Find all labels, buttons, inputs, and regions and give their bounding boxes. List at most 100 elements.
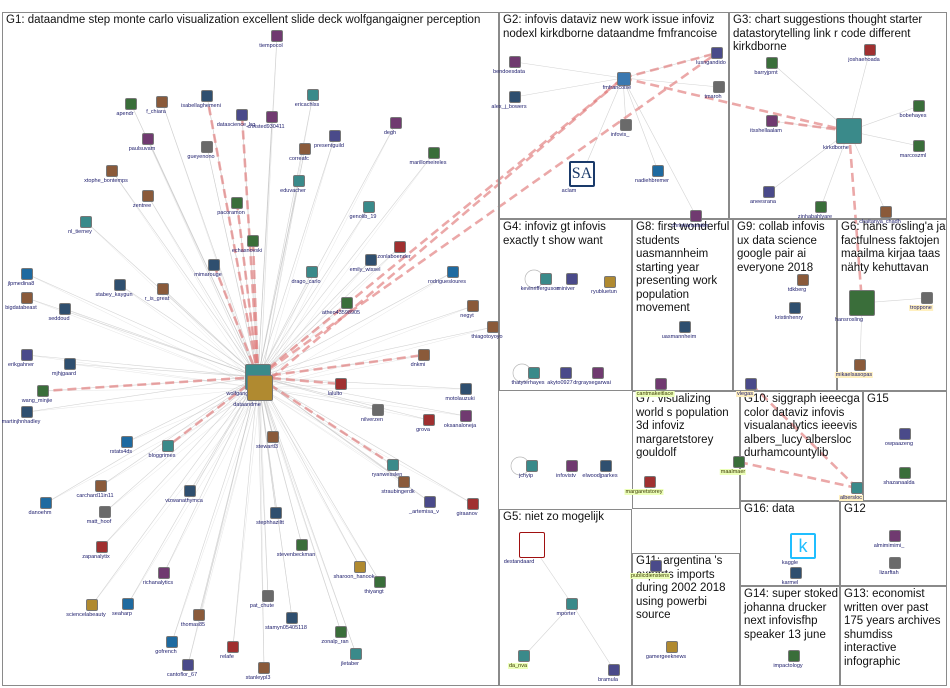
avatar-icon bbox=[889, 557, 901, 569]
node-label: dnkmi bbox=[410, 362, 426, 368]
avatar-icon bbox=[142, 133, 154, 145]
avatar-icon bbox=[40, 497, 52, 509]
group-panel-g15: G15 bbox=[863, 391, 947, 501]
avatar-icon bbox=[460, 410, 472, 422]
avatar-icon bbox=[921, 292, 933, 304]
avatar-icon bbox=[86, 599, 98, 611]
avatar-icon bbox=[193, 609, 205, 621]
avatar-icon bbox=[142, 190, 154, 202]
avatar-icon bbox=[374, 576, 386, 588]
avatar-icon bbox=[899, 428, 911, 440]
node-label: atheo43598905 bbox=[321, 310, 361, 316]
avatar-icon bbox=[270, 507, 282, 519]
avatar-icon bbox=[184, 485, 196, 497]
avatar-icon bbox=[528, 367, 540, 379]
group-panel-g5: G5: niet zo mogelijk bbox=[499, 509, 632, 686]
avatar-icon bbox=[913, 140, 925, 152]
avatar-icon bbox=[424, 496, 436, 508]
node-label: elwoodjparkes bbox=[582, 473, 618, 479]
node-label: apendr bbox=[116, 111, 134, 117]
avatar-icon bbox=[293, 175, 305, 187]
node-label: f_chiara bbox=[146, 109, 166, 115]
node-label: isabellaghemeni bbox=[181, 103, 221, 109]
node-label: zinhabahlyare bbox=[797, 214, 833, 220]
node-label: stewartl3 bbox=[255, 444, 279, 450]
node-label: datascience_hq bbox=[216, 122, 256, 128]
node-label: vizwanathymca bbox=[165, 498, 203, 504]
group-title-g14: G14: super stoked johanna drucker next i… bbox=[744, 588, 838, 641]
avatar-icon bbox=[307, 89, 319, 101]
avatar-icon bbox=[600, 460, 612, 472]
node-label: joshaehoada bbox=[848, 57, 880, 63]
node-label: vlegas bbox=[736, 391, 754, 397]
node-label: genolib_19 bbox=[349, 214, 377, 220]
node-label: marcoszml bbox=[899, 153, 927, 159]
group-title-g5: G5: niet zo mogelijk bbox=[503, 511, 604, 523]
avatar-icon bbox=[788, 650, 800, 662]
avatar-icon bbox=[390, 117, 402, 129]
avatar-icon bbox=[509, 91, 521, 103]
group-title-g15: G15 bbox=[867, 393, 889, 405]
avatar-icon bbox=[21, 349, 33, 361]
node-label: degh bbox=[383, 130, 397, 136]
avatar-icon bbox=[467, 498, 479, 510]
group-title-g2: G2: infovis dataviz new work issue infov… bbox=[503, 14, 718, 40]
node-label: stanleypl3 bbox=[245, 675, 271, 681]
avatar-icon bbox=[106, 165, 118, 177]
group-panel-g8: G8: first wonderful students uasmannheim… bbox=[632, 219, 733, 391]
node-label: barryjprnt bbox=[754, 70, 778, 76]
node-label: bramula bbox=[598, 677, 618, 683]
node-label: miniver bbox=[557, 286, 575, 292]
avatar-icon bbox=[766, 57, 778, 69]
node-label: stevenbeckman bbox=[276, 552, 316, 558]
group-panel-g9: G9: collab infovis ux data science googl… bbox=[733, 219, 837, 391]
avatar-icon bbox=[467, 300, 479, 312]
node-label: thiagotoyoyo bbox=[471, 334, 503, 340]
avatar-icon bbox=[96, 541, 108, 553]
avatar-icon bbox=[394, 241, 406, 253]
node-label: karmel bbox=[781, 580, 799, 586]
node-label: chaitanya_chadh bbox=[859, 219, 901, 225]
avatar-icon bbox=[64, 358, 76, 370]
node-label: xtophe_bontemps bbox=[84, 178, 128, 184]
avatar-icon bbox=[329, 130, 341, 142]
node-label: infovistv bbox=[556, 473, 576, 479]
avatar-icon: k bbox=[790, 533, 816, 559]
node-label: tmaroh bbox=[704, 94, 722, 100]
group-title-g4: G4: infoviz gt infovis exactly t show wa… bbox=[503, 221, 606, 247]
avatar-icon bbox=[797, 274, 809, 286]
avatar-icon bbox=[428, 147, 440, 159]
node-label: r_is_great bbox=[144, 296, 170, 302]
node-label: sharoon_hanook bbox=[333, 574, 375, 580]
node-label: stabey_kaygun bbox=[95, 292, 133, 298]
group-panel-g1: G1: dataandme step monte carlo visualiza… bbox=[2, 12, 499, 686]
avatar-icon bbox=[296, 539, 308, 551]
node-label: gofrench bbox=[155, 649, 177, 655]
node-label: correafc bbox=[289, 156, 309, 162]
node-label: rodriguesloures bbox=[428, 279, 466, 285]
group-title-g10: G10: siggraph ieeecga color dataviz info… bbox=[744, 393, 860, 459]
node-label: shazanaalda bbox=[883, 480, 915, 486]
node-label: fmfrancoise bbox=[602, 85, 632, 91]
node-label: eduvacher bbox=[280, 188, 306, 194]
node-label: kaggle bbox=[781, 560, 799, 566]
avatar-icon bbox=[679, 321, 691, 333]
node-label: alex_j_bowers bbox=[491, 104, 527, 110]
node-label: itsshellaalam bbox=[750, 128, 782, 134]
avatar-icon bbox=[227, 641, 239, 653]
node-label: paulsuvam bbox=[128, 146, 156, 152]
avatar-icon bbox=[566, 598, 578, 610]
node-label: ericachlss bbox=[294, 102, 320, 108]
node-label: jlpmedina8 bbox=[7, 281, 35, 287]
node-label: sciencelabeauty bbox=[66, 612, 106, 618]
node-label: bigdatabeast bbox=[5, 305, 37, 311]
node-label: martinjhnhadley bbox=[1, 419, 41, 425]
node-label: zapanalytix bbox=[82, 554, 110, 560]
node-label: seddoud bbox=[48, 316, 70, 322]
group-panel-g12: G12 bbox=[840, 501, 947, 586]
avatar-icon bbox=[182, 659, 194, 671]
group-title-g16: G16: data bbox=[744, 503, 795, 515]
avatar-icon bbox=[604, 276, 616, 288]
node-label: tdkberg bbox=[787, 287, 807, 293]
avatar-icon bbox=[889, 530, 901, 542]
